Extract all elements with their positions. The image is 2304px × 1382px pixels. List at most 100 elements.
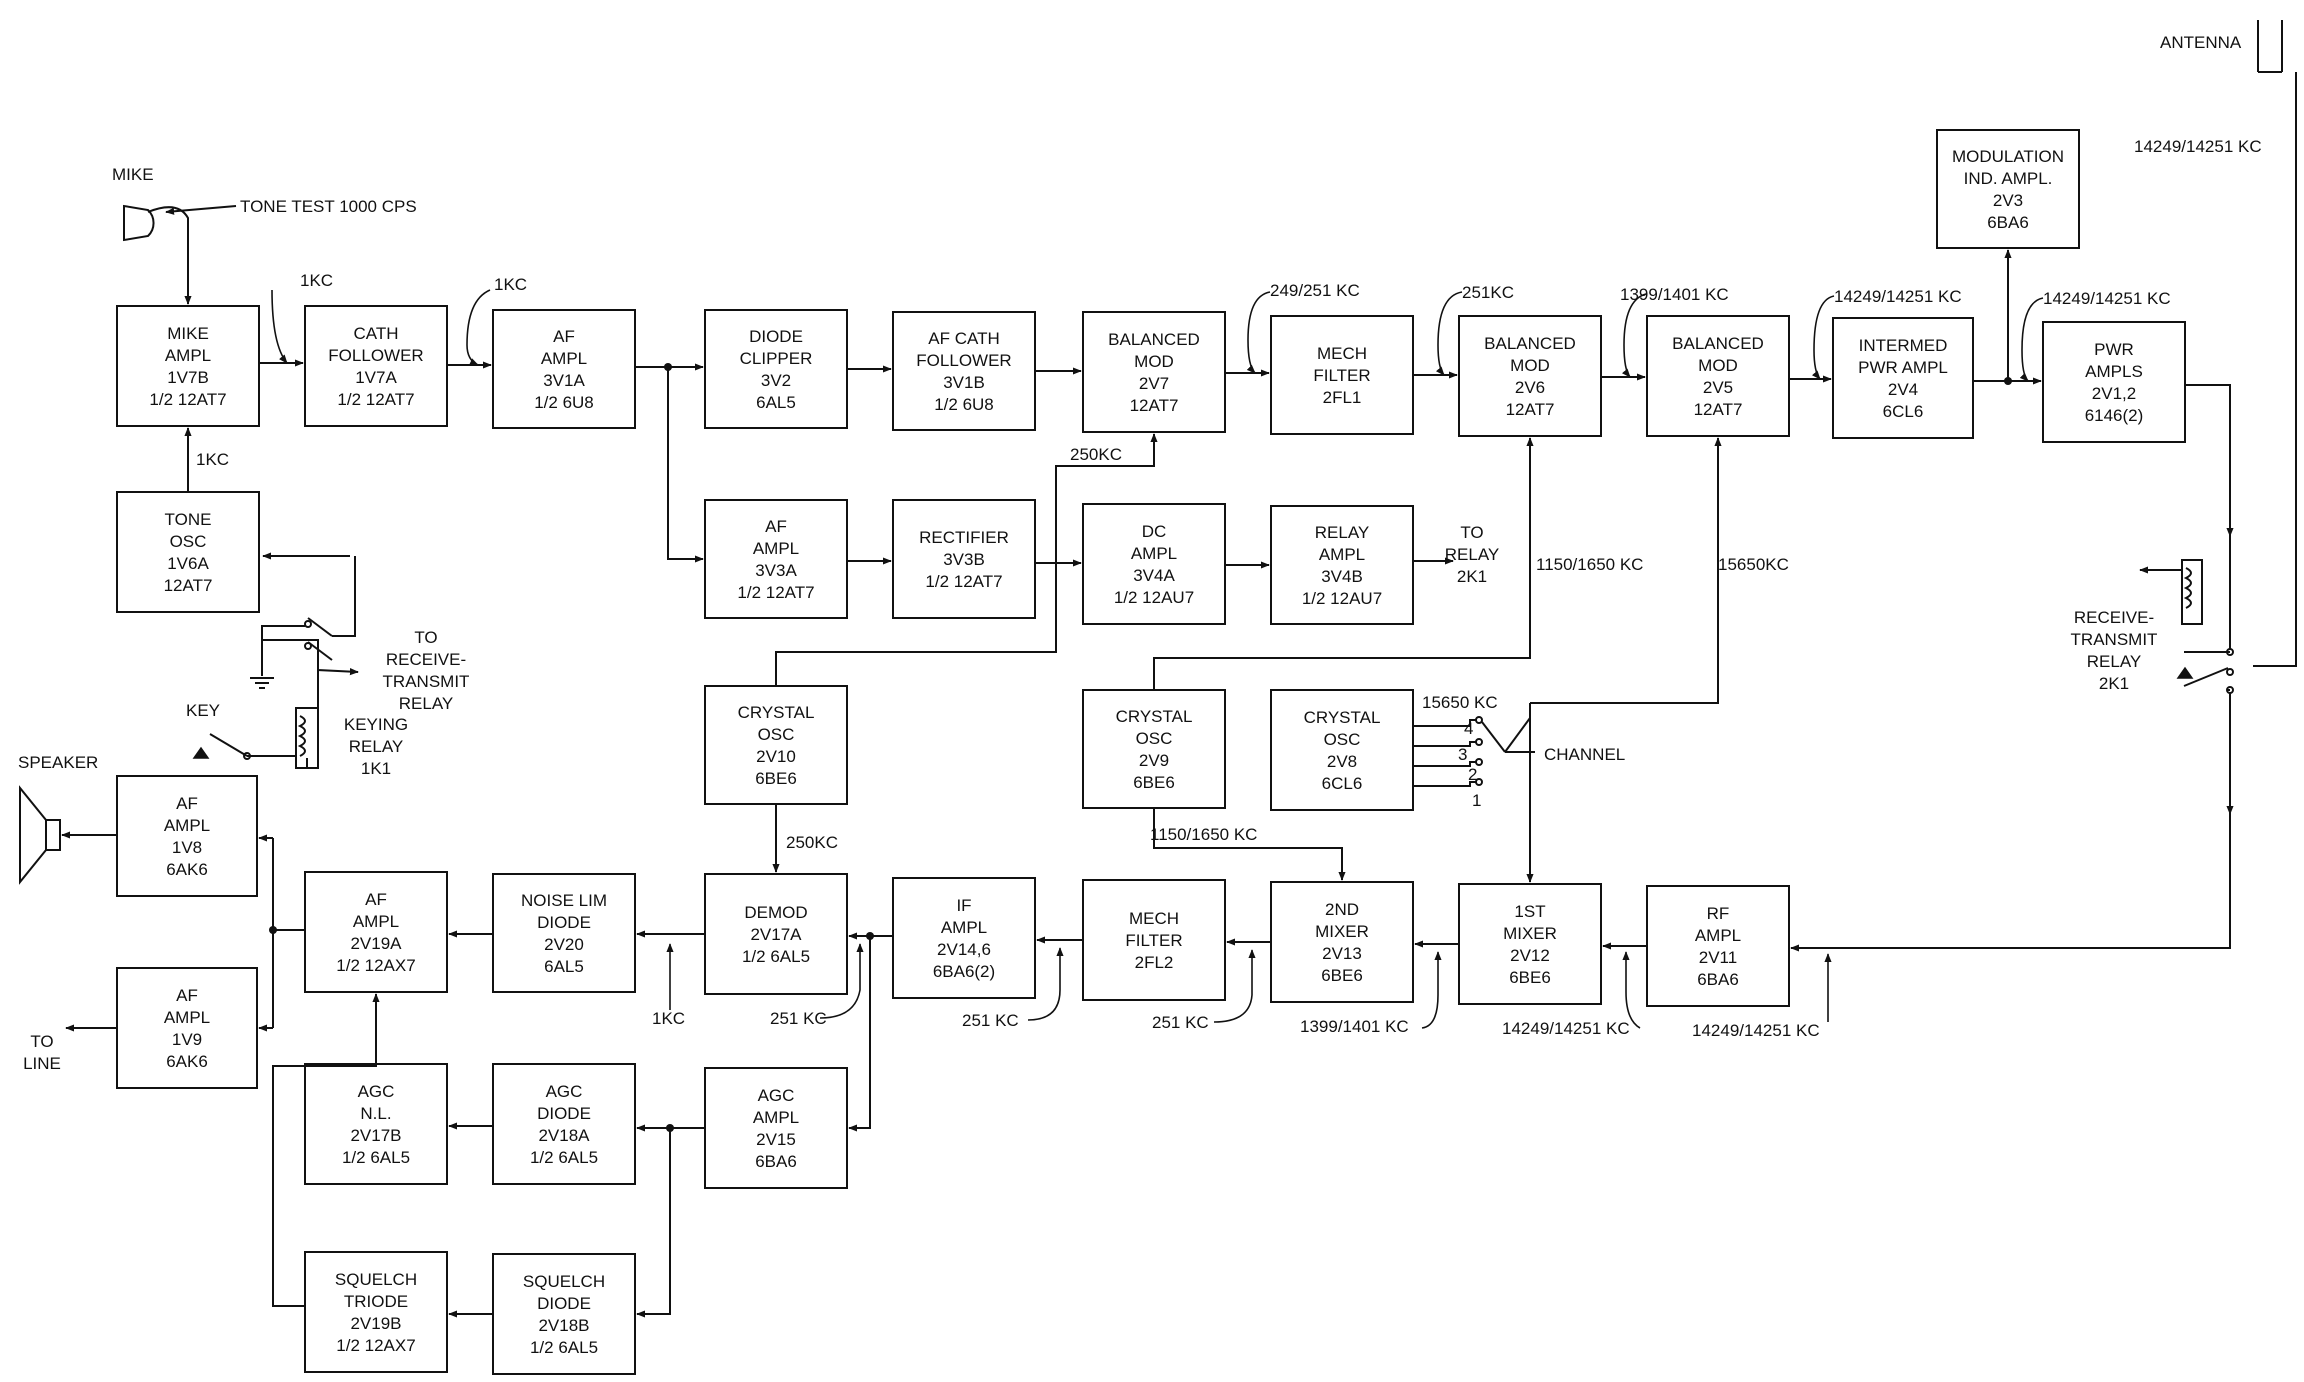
label-ch4: 4 [1464,719,1473,738]
block-text-line: 2V20 [544,935,584,954]
block-text-line: RELAY [1315,523,1370,542]
block-text-line: 1/2 6AL5 [742,947,810,966]
label-ch2: 2 [1468,765,1477,784]
label-channel: CHANNEL [1544,745,1625,764]
block-text-line: 1/2 6U8 [934,395,994,414]
block-text-line: 2V1,2 [2092,384,2136,403]
block-text-line: 12AT7 [1130,396,1179,415]
block-text-line: 3V3B [943,550,985,569]
block-text-line: RECEIVE- [386,650,466,669]
frequency-labels: MIKE TONE TEST 1000 CPS 1KC 1KC 1KC 249/… [18,33,2262,1073]
label-1399-1401kc-b: 1399/1401 KC [1300,1017,1409,1036]
block-text-line: 1V7B [167,368,209,387]
block-text-line: PWR AMPL [1858,358,1948,377]
block-text-line: AMPL [1695,926,1741,945]
block-text-line: AMPL [1131,544,1177,563]
block-text-line: 2ND [1325,900,1359,919]
label-14249-14251kc-d: 14249/14251 KC [1692,1021,1820,1040]
label-1kc-d: 1KC [652,1009,685,1028]
label-14249-14251kc-b: 14249/14251 KC [2043,289,2171,308]
block-text-line: 1/2 12AU7 [1302,589,1382,608]
block-text-line: 2V12 [1510,946,1550,965]
block-text-line: 2V15 [756,1130,796,1149]
block-text-line: AMPL [164,816,210,835]
label-ch3: 3 [1458,745,1467,764]
block-text-line: AGC [758,1086,795,1105]
block-text-line: 6BA6 [1987,213,2029,232]
block-text-line: MOD [1698,356,1738,375]
block-text-line: 1/2 12AT7 [925,572,1002,591]
label-251kc-demod: 251 KC [770,1009,827,1028]
block-text-line: 6146(2) [2085,406,2144,425]
block-text-line: TRANSMIT [2071,630,2158,649]
block-text-line: 2V19A [350,934,402,953]
block-text-line: 1/2 6AL5 [342,1148,410,1167]
block-text-line: RELAY [2087,652,2142,671]
block-text-line: 6AK6 [166,1052,208,1071]
label-250kc-b: 250KC [786,833,838,852]
block-text-line: CATH [353,324,398,343]
block-text-line: OSC [758,725,795,744]
block-text-line: 6BE6 [1509,968,1551,987]
keying-switch-network [192,552,359,769]
block-text-line: LINE [23,1054,61,1073]
label-tone-test: TONE TEST 1000 CPS [240,197,417,216]
block-text-line: 1/2 12AX7 [336,1336,415,1355]
block-text-line: AF [176,794,198,813]
block-text-line: 1/2 6AL5 [530,1338,598,1357]
block-text-line: MECH [1129,909,1179,928]
block-text-line: 2V4 [1888,380,1918,399]
block-text-line: RELAY [399,694,454,713]
block-text-line: 1V7A [355,368,397,387]
block-text-line: SQUELCH [335,1270,417,1289]
block-text-line: 2V18B [538,1316,589,1335]
label-14249-14251kc-antenna: 14249/14251 KC [2134,137,2262,156]
block-text-line: AF CATH [928,329,999,348]
label-15650kc-a: 15650KC [1718,555,1789,574]
block-text-line: 6AK6 [166,860,208,879]
block-text-line: 2V8 [1327,752,1357,771]
block-text-line: OSC [1324,730,1361,749]
block-text-line: RELAY [1445,545,1500,564]
block-text-line: BALANCED [1484,334,1576,353]
block-text-line: 6BA6 [755,1152,797,1171]
block-text-line: MIXER [1503,924,1557,943]
block-text-line: AMPL [1319,545,1365,564]
label-249-251kc: 249/251 KC [1270,281,1360,300]
block-text-line: 12AT7 [1694,400,1743,419]
block-text-line: 3V4B [1321,567,1363,586]
block-text-line: AF [176,986,198,1005]
block-text-line: 2V17B [350,1126,401,1145]
block-text-line: 2V19B [350,1314,401,1333]
block-text-line: 6CL6 [1883,402,1924,421]
block-text-line: 2V3 [1993,191,2023,210]
block-text-line: CLIPPER [740,349,813,368]
mike-symbol [123,204,237,243]
block-text-line: IF [956,896,971,915]
block-text-line: 3V3A [755,561,797,580]
block-text-line: RECTIFIER [919,528,1009,547]
block-text-line: INTERMED [1859,336,1948,355]
block-text-line: NOISE LIM [521,891,607,910]
block-text-line: MOD [1510,356,1550,375]
block-text-line: 2V11 [1699,948,1737,967]
label-key: KEY [186,701,220,720]
block-text-line: OSC [170,532,207,551]
block-text-line: 2FL2 [1135,953,1174,972]
block-text-line: 2V17A [750,925,802,944]
